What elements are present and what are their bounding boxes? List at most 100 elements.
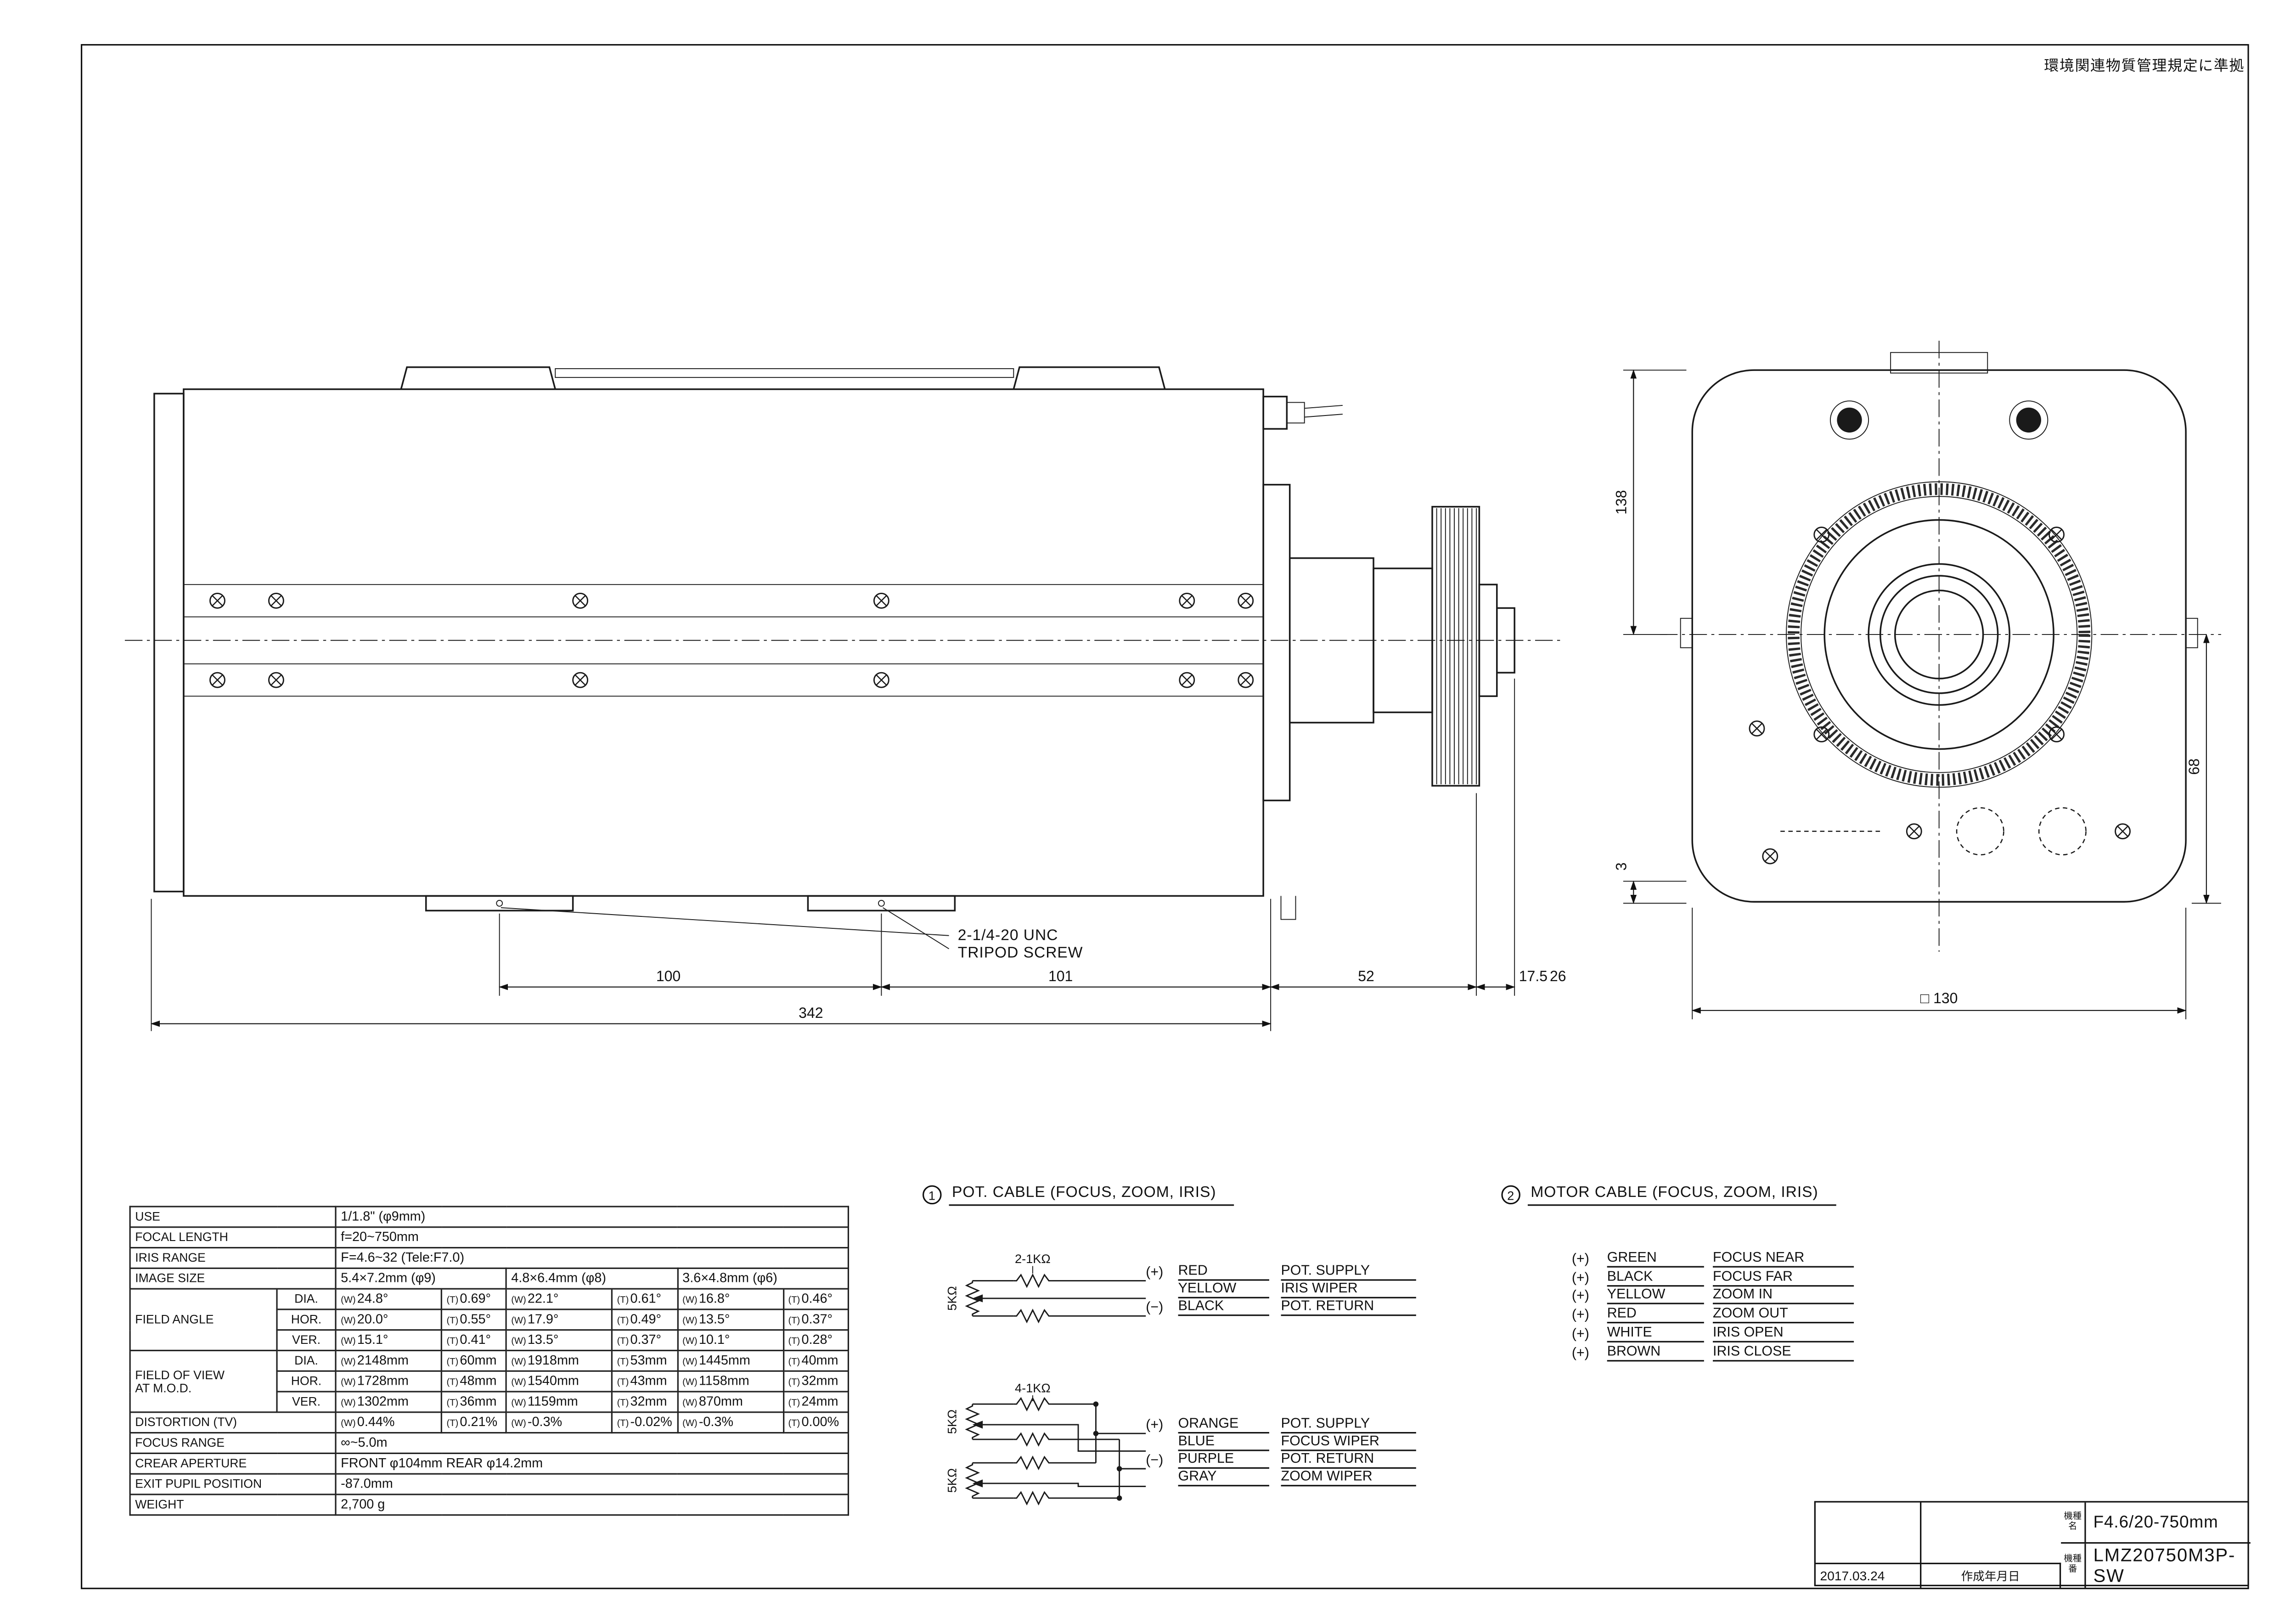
front-bezel xyxy=(153,393,185,893)
resistor-label-4-1k: 4-1KΩ xyxy=(1015,1381,1051,1395)
spec-cell: CREAR APERTURE xyxy=(129,1452,337,1475)
signal-name: ZOOM WIPER xyxy=(1281,1469,1416,1487)
spec-cell: (T)36mm xyxy=(440,1391,507,1413)
signal-name: POT. SUPPLY xyxy=(1281,1263,1416,1281)
dim-17-5: 17.5 xyxy=(1519,968,1548,984)
terminal-polarity: (+) xyxy=(1571,1307,1589,1324)
terminal-polarity: (−) xyxy=(1146,1452,1164,1469)
model-name-label: 機種名 xyxy=(2061,1502,2086,1542)
tripod-note-line2: TRIPOD SCREW xyxy=(958,944,1083,961)
spec-cell: 2,700 g xyxy=(335,1494,849,1516)
terminal-polarity: (+) xyxy=(1146,1264,1164,1281)
terminal-polarity: (+) xyxy=(1571,1251,1589,1268)
spec-cell: F=4.6~32 (Tele:F7.0) xyxy=(335,1247,849,1269)
dim-26: 26 xyxy=(1550,968,1566,984)
spec-cell: DISTORTION (TV) xyxy=(129,1411,337,1434)
spec-cell: (T)24mm xyxy=(782,1391,849,1413)
lens-body xyxy=(183,388,1264,897)
wire-color: YELLOW xyxy=(1178,1281,1269,1298)
front-right-lug xyxy=(2185,618,2198,648)
spec-cell: (W)0.44% xyxy=(335,1411,442,1434)
wire-color: BLUE xyxy=(1178,1433,1269,1451)
spec-cell: (W)1159mm xyxy=(505,1391,613,1413)
spec-cell: (T)0.46° xyxy=(782,1288,849,1310)
spec-cell: (W)1302mm xyxy=(335,1391,442,1413)
wire-color: BROWN xyxy=(1607,1343,1704,1361)
spec-cell: HOR. xyxy=(276,1309,337,1331)
spec-cell: (T)0.37° xyxy=(611,1329,678,1352)
wire-color: GRAY xyxy=(1178,1469,1269,1487)
spec-cell: 4.8×6.4mm (φ8) xyxy=(505,1267,678,1290)
signal-name: ZOOM OUT xyxy=(1713,1306,1854,1324)
signal-name: ZOOM IN xyxy=(1713,1287,1854,1305)
zoom-pot-value: 5KΩ xyxy=(945,1468,959,1493)
side-view-dimensions: 100 101 52 17.5 26 342 xyxy=(150,678,1566,1031)
terminal-polarity: (−) xyxy=(1146,1300,1164,1316)
spec-cell: (T)0.21% xyxy=(440,1411,507,1434)
spec-cell: -87.0mm xyxy=(335,1473,849,1495)
signal-name: POT. RETURN xyxy=(1281,1451,1416,1469)
signal-name: FOCUS FAR xyxy=(1713,1269,1854,1286)
wire-color: GREEN xyxy=(1607,1250,1704,1268)
signal-name: IRIS WIPER xyxy=(1281,1281,1416,1298)
spec-cell: (W)13.5° xyxy=(505,1329,613,1352)
spec-cell: (W)13.5° xyxy=(676,1309,784,1331)
spec-cell: (T)53mm xyxy=(611,1349,678,1372)
model-name-row: 機種名 F4.6/20-750mm xyxy=(2061,1502,2251,1544)
model-name-value: F4.6/20-750mm xyxy=(2093,1513,2218,1531)
spec-cell: (T)60mm xyxy=(440,1349,507,1372)
model-number-row: 機種番 LMZ20750M3P-SW xyxy=(2061,1544,2251,1588)
spec-cell: (T)0.69° xyxy=(440,1288,507,1310)
spec-cell: (T)0.28° xyxy=(782,1329,849,1352)
spec-row: VER.(W)1302mm(T)36mm(W)1159mm(T)32mm(W)8… xyxy=(130,1391,849,1413)
spec-cell: (T)-0.02% xyxy=(611,1411,678,1434)
spec-cell: 1/1.8" (φ9mm) xyxy=(335,1206,849,1228)
rear-tip xyxy=(1496,607,1515,674)
spec-row: DISTORTION (TV)(W)0.44%(T)0.21% (W)-0.3%(… xyxy=(129,1411,849,1434)
creation-date-label: 作成年月日 xyxy=(1921,1562,2061,1588)
spec-cell: VER. xyxy=(276,1329,337,1352)
dim-68: 68 xyxy=(2186,758,2202,775)
spec-cell: IMAGE SIZE xyxy=(129,1267,337,1290)
spec-cell: (W)1918mm xyxy=(505,1349,613,1372)
creation-date: 2017.03.24 xyxy=(1815,1562,1922,1588)
terminal-polarity: (+) xyxy=(1571,1345,1589,1361)
pot-cable-schematic: 2-1KΩ 5KΩ 4-1KΩ 5KΩ 5KΩ xyxy=(945,1252,1146,1505)
spec-cell: (W)20.0° xyxy=(335,1309,442,1331)
spec-cell: (T)0.61° xyxy=(611,1288,678,1310)
wire-color: RED xyxy=(1607,1306,1704,1324)
resistor-label-2-1k: 2-1KΩ xyxy=(1015,1252,1051,1266)
front-left-lug xyxy=(1680,618,1693,648)
spec-cell: (T)0.41° xyxy=(440,1329,507,1352)
dim-52: 52 xyxy=(1358,968,1374,984)
wire-color: BLACK xyxy=(1178,1298,1269,1316)
spec-cell: DIA. xyxy=(276,1349,337,1372)
spec-cell: (W)2148mm xyxy=(335,1349,442,1372)
spec-cell: 5.4×7.2mm (φ9) xyxy=(335,1267,507,1290)
spec-row: HOR.(W)1728mm(T)48mm(W)1540mm(T)43mm(W)1… xyxy=(130,1370,849,1393)
spec-cell: FIELD OF VIEW AT M.O.D. xyxy=(129,1349,278,1413)
spec-cell: (W)-0.3% xyxy=(676,1411,784,1434)
front-top-tab xyxy=(1890,352,1988,374)
dim-3: 3 xyxy=(1613,863,1629,871)
motor-cable-title: MOTOR CABLE (FOCUS, ZOOM, IRIS) xyxy=(1527,1184,1836,1206)
side-view-drawing: 2-1/4-20 UNC TRIPOD SCREW xyxy=(124,366,1560,961)
spec-cell: (T)40mm xyxy=(782,1349,849,1372)
terminal-polarity: (+) xyxy=(1571,1288,1589,1305)
spec-cell: (W)22.1° xyxy=(505,1288,613,1310)
spec-cell: EXIT PUPIL POSITION xyxy=(129,1473,337,1495)
knockout-hole-2 xyxy=(2038,807,2087,856)
spec-cell: (W)10.1° xyxy=(676,1329,784,1352)
top-tab-right xyxy=(1013,366,1166,390)
